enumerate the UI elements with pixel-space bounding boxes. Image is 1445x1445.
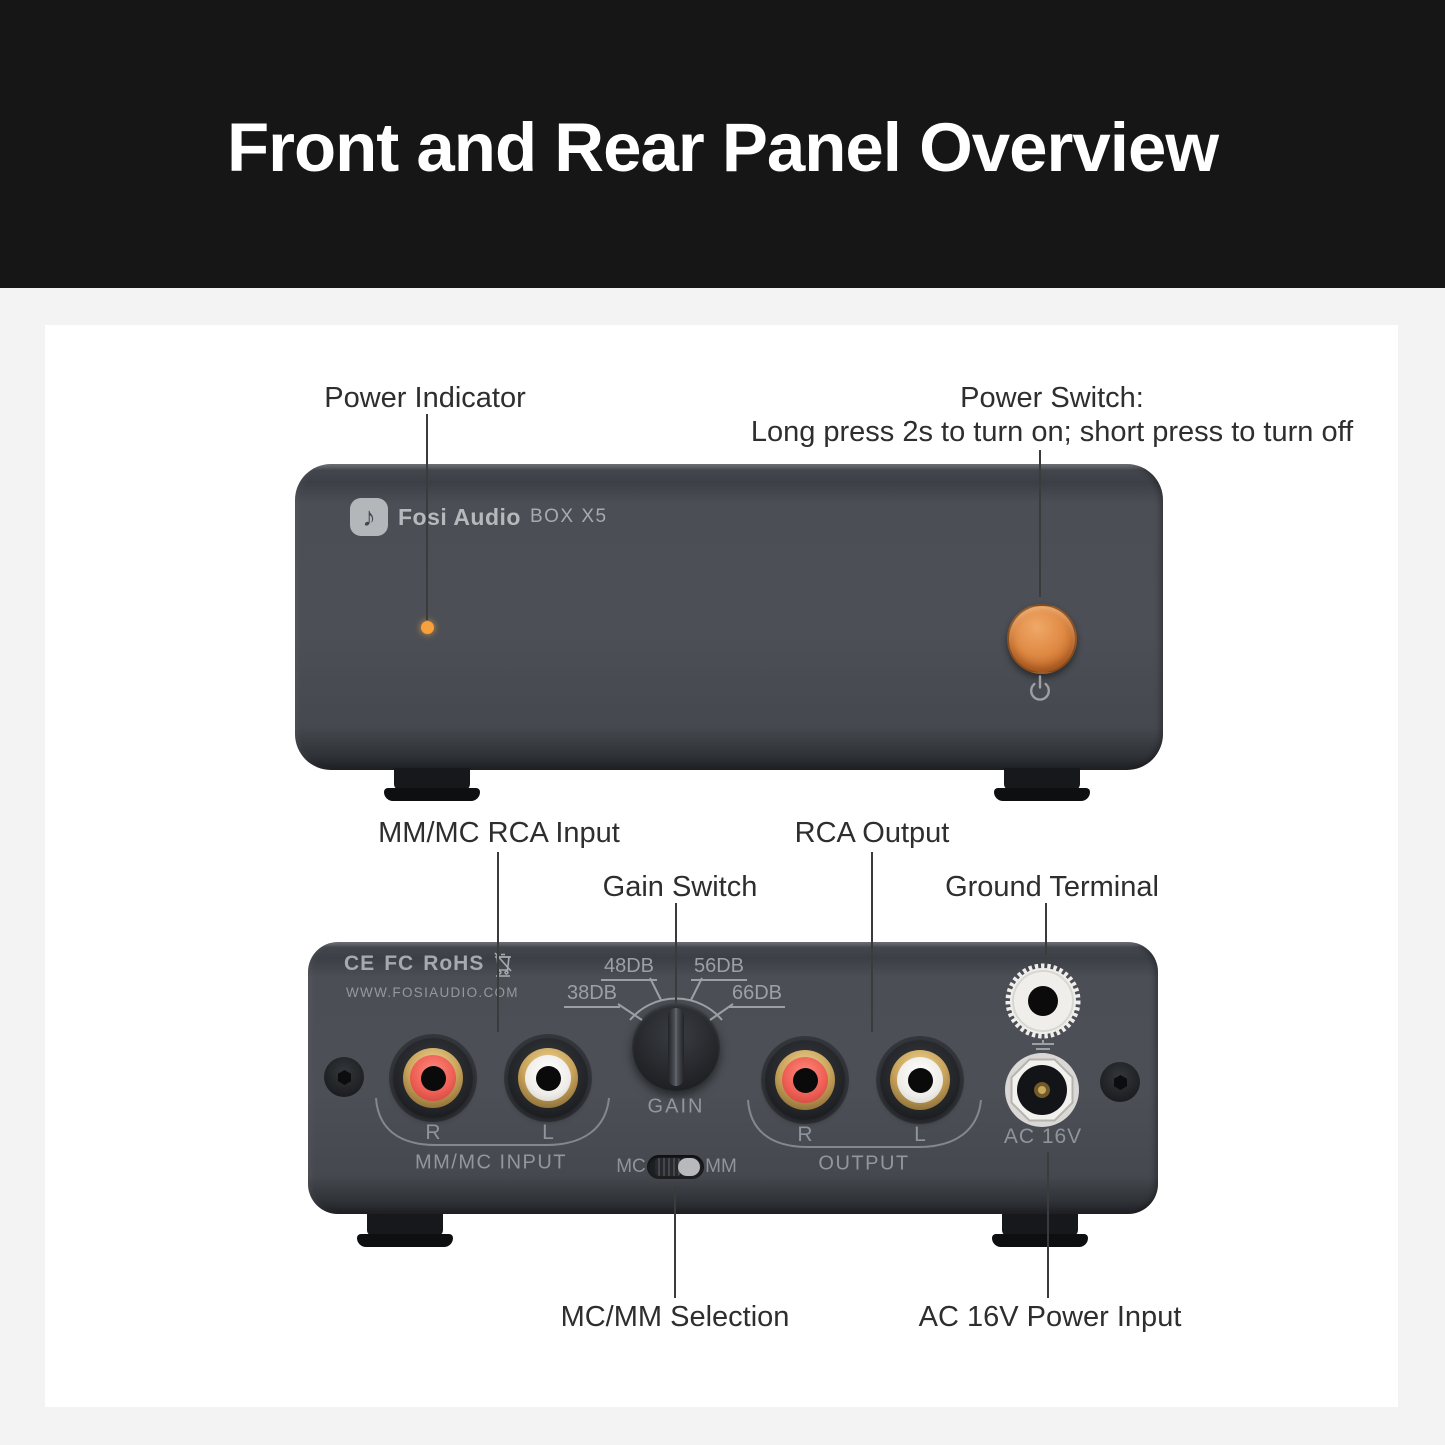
callout-line-ground [1045,903,1047,955]
rca-hole [907,1067,933,1093]
foot-stem [394,768,470,790]
hex-screw-left [324,1057,364,1097]
brand-name: Fosi Audio [398,503,521,530]
music-note-icon: ♪ [350,498,388,536]
rca-input-right-jack [393,1038,473,1118]
fcc-mark: FC [384,952,415,975]
gain-48db-label: 48DB [600,955,658,981]
ac-power-jack [1005,1053,1079,1127]
callout-line-gain [675,903,677,1003]
ce-mark: CE [344,952,376,975]
mm-label: MM [705,1156,737,1177]
gain-56db-label: 56DB [690,955,748,981]
rca-white-ring [897,1057,943,1103]
rca-hole [535,1065,561,1091]
ground-hole [1028,986,1058,1016]
gain-66db-label: 66DB [728,982,786,1008]
gain-caption: GAIN [647,1095,705,1118]
power-button [1007,604,1077,674]
rear-foot-right [992,1214,1088,1247]
front-foot-right [994,768,1090,801]
power-icon [1030,675,1050,701]
page-title: Front and Rear Panel Overview [226,108,1219,186]
rca-gold-ring [518,1048,578,1108]
callout-line-switch [674,1186,676,1298]
input-group-label: MM/MC INPUT [414,1151,568,1174]
output-group-bracket [747,1099,982,1148]
callout-rca-output: RCA Output [794,817,950,849]
callout-line-power-indicator [426,414,428,620]
callout-ground-terminal: Ground Terminal [945,871,1159,903]
certification-marks: CE FC RoHS [344,951,513,977]
rca-output-left-jack [880,1040,960,1120]
input-group-bracket [375,1097,610,1146]
output-l-label: L [914,1123,926,1146]
foot-base [357,1234,453,1247]
callout-ac-power-input: AC 16V Power Input [918,1301,1182,1333]
gain-38db-label: 38DB [563,982,621,1008]
callout-power-switch: Power Switch: Long press 2s to turn on; … [751,381,1353,449]
gain-knob [632,1003,720,1091]
gain-scale-ticks [617,977,734,1021]
header-band: Front and Rear Panel Overview [0,0,1445,288]
ground-symbol-icon [1032,1040,1054,1055]
callout-line-input [497,852,499,1032]
rohs-mark: RoHS [423,952,485,975]
foot-stem [367,1214,443,1236]
ac-16v-caption: AC 16V [1003,1125,1083,1148]
switch-grip-ridges [655,1158,681,1176]
rca-red-ring [410,1055,456,1101]
brand-logo: ♪ Fosi Audio BOX X5 [350,498,608,536]
input-l-label: L [542,1121,554,1144]
rca-gold-ring [403,1048,463,1108]
foot-base [994,788,1090,801]
rear-foot-left [357,1214,453,1247]
callout-gain-switch: Gain Switch [602,871,758,903]
foot-base [992,1234,1088,1247]
switch-knob [678,1158,700,1176]
rca-gold-ring [775,1050,835,1110]
output-r-label: R [797,1123,813,1146]
rca-gold-ring [890,1050,950,1110]
input-r-label: R [425,1121,441,1144]
callout-line-output [871,852,873,1032]
ground-terminal [1005,963,1081,1039]
foot-base [384,788,480,801]
callout-mcmm-selection: MC/MM Selection [560,1301,790,1333]
model-name: BOX X5 [529,506,608,527]
rca-red-ring [782,1057,828,1103]
output-group-label: OUTPUT [818,1152,910,1175]
callout-line-power-switch [1039,450,1041,597]
callout-power-switch-title: Power Switch: [960,382,1144,414]
hex-screw-right [1100,1062,1140,1102]
rca-output-right-jack [765,1040,845,1120]
callout-mmmc-input: MM/MC RCA Input [378,817,620,849]
rca-hole [420,1065,446,1091]
power-indicator-led [421,621,434,634]
knurl-inner-edge [1012,970,1074,1032]
rca-hole [792,1067,818,1093]
rca-white-ring [525,1055,571,1101]
foot-stem [1004,768,1080,790]
website-print: WWW.FOSIAUDIO.COM [346,985,519,1000]
rca-input-left-jack [508,1038,588,1118]
callout-power-switch-desc: Long press 2s to turn on; short press to… [750,416,1354,448]
callout-power-indicator: Power Indicator [324,382,526,414]
mc-mm-slide-switch [647,1155,704,1179]
mc-label: MC [616,1156,646,1177]
callout-line-ac-power [1047,1152,1049,1298]
front-foot-left [384,768,480,801]
foot-stem [1002,1214,1078,1236]
jack-pin [1038,1086,1046,1094]
gain-knob-slot [668,1008,684,1086]
